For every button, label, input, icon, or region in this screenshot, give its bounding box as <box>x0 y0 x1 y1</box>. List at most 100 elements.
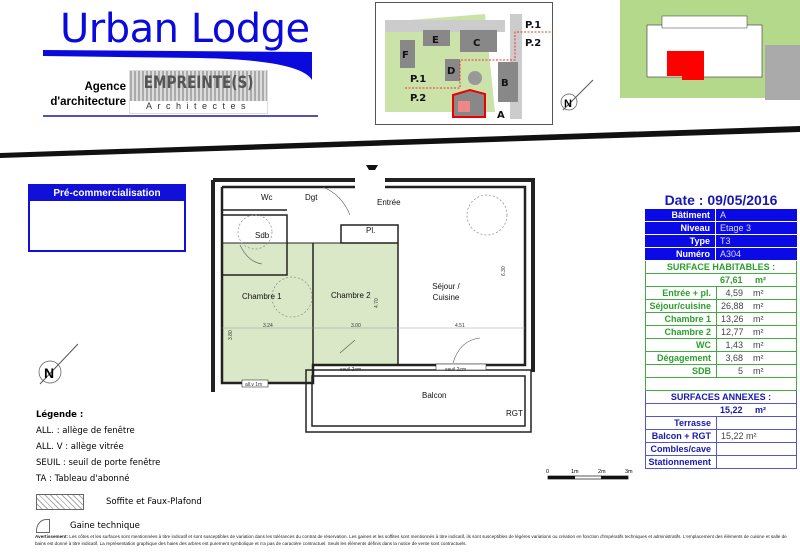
svg-text:P.1: P.1 <box>525 20 541 31</box>
svg-text:Chambre 2: Chambre 2 <box>331 291 371 300</box>
svg-text:B: B <box>501 78 509 89</box>
legend-title: Légende : <box>36 410 84 420</box>
divider-line <box>0 126 800 158</box>
bedrooms-area <box>222 243 398 383</box>
north-compass-icon: N <box>38 343 79 385</box>
blue-swoosh <box>43 50 312 80</box>
row-label: Balcon + RGT <box>651 431 711 441</box>
svg-text:3.00: 3.00 <box>351 323 361 329</box>
row-label: SDB <box>691 366 711 376</box>
building-key-plan <box>620 0 800 114</box>
svg-text:3.80: 3.80 <box>228 330 234 340</box>
precommercialisation-title: Pré-commercialisation <box>30 186 184 201</box>
svg-text:P.1: P.1 <box>410 74 426 85</box>
row-label: Bâtiment <box>671 210 710 220</box>
svg-text:3m: 3m <box>625 469 633 475</box>
svg-text:Chambre 1: Chambre 1 <box>242 292 282 301</box>
row-label: Type <box>689 236 710 246</box>
svg-text:F: F <box>402 50 409 61</box>
apartment-highlight <box>667 51 704 80</box>
disclaimer: Avertissement: Les côtes et les surfaces… <box>35 534 787 546</box>
summary-row: Numéro A304 <box>645 248 797 261</box>
habitable-title: SURFACE HABITABLES : <box>666 262 776 272</box>
svg-text:D: D <box>447 66 455 77</box>
svg-text:E: E <box>432 35 439 46</box>
row-value: A <box>715 209 797 221</box>
svg-text:N: N <box>44 365 54 381</box>
row-label: Niveau <box>680 223 710 233</box>
row-label: Dégagement <box>656 353 711 363</box>
summary-row: Stationnement <box>645 456 797 469</box>
annex-total: 15,22 <box>720 405 743 415</box>
date: Date : 09/05/2016 <box>664 192 778 208</box>
legend-item: ALL. : allège de fenêtre <box>36 426 135 436</box>
svg-text:4.70: 4.70 <box>374 298 380 308</box>
row-value: Etage 3 <box>715 222 797 234</box>
legend-gaine: Gaine technique <box>70 521 140 531</box>
scale-bar: 0 1m 2m 3m <box>546 469 633 480</box>
svg-text:1m: 1m <box>571 469 579 475</box>
row-value: A304 <box>715 248 797 260</box>
summary-row: Balcon + RGT 15,22 m² <box>645 430 797 443</box>
summary-row: Combles/cave <box>645 443 797 456</box>
unit: m² <box>755 275 767 285</box>
architect-logo: EMPREINTE(S)Architectes <box>129 70 268 114</box>
svg-text:P.2: P.2 <box>525 38 541 49</box>
summary-row: Bâtiment A <box>645 209 797 222</box>
entrance-marker-icon <box>366 165 378 170</box>
legend-item: ALL. V : allège vitrée <box>36 442 124 452</box>
legend-item: SEUIL : seuil de porte fenêtre <box>36 458 161 468</box>
svg-text:2m: 2m <box>598 469 606 475</box>
svg-text:4.51: 4.51 <box>455 323 465 329</box>
row-value <box>716 417 796 429</box>
row-value: 15,22 m² <box>716 430 796 442</box>
site-plan: AB CD EF P.1P.2 P.1P.2 <box>375 2 553 125</box>
summary-row: Type T3 <box>645 235 797 248</box>
svg-text:N: N <box>564 98 572 110</box>
svg-text:Séjour /: Séjour / <box>432 282 460 291</box>
legend-soffite: Soffite et Faux-Plafond <box>106 497 202 507</box>
svg-text:RGT: RGT <box>506 409 523 418</box>
svg-text:all.v 1m: all.v 1m <box>245 382 262 388</box>
row-label: Chambre 2 <box>664 327 711 337</box>
svg-text:0: 0 <box>546 469 549 475</box>
row-label: Terrasse <box>674 418 711 428</box>
row-label: WC <box>696 340 711 350</box>
svg-text:Pl.: Pl. <box>366 226 375 235</box>
row-label: Entrée + pl. <box>662 288 711 298</box>
project-title: Urban Lodge <box>60 6 310 52</box>
unit: m² <box>755 405 767 415</box>
svg-text:3.24: 3.24 <box>263 323 273 329</box>
row-label: Numéro <box>675 249 710 259</box>
apartment-summary: Date : 09/05/2016 Bâtiment A Niveau Etage 3… <box>645 192 797 469</box>
row-label: Stationnement <box>648 457 711 467</box>
svg-text:A: A <box>497 110 505 121</box>
svg-text:Cuisine: Cuisine <box>433 293 460 302</box>
row-label: Séjour/cuisine <box>649 301 711 311</box>
svg-text:6.30: 6.30 <box>501 266 507 276</box>
summary-row: Niveau Etage 3 <box>645 222 797 235</box>
svg-text:P.2: P.2 <box>410 93 426 104</box>
row-value: T3 <box>715 235 797 247</box>
legend-item: TA : Tableau d'abonné <box>36 474 130 484</box>
gaine-technique-icon <box>36 519 50 533</box>
row-value <box>716 456 796 468</box>
soffite-hatch-icon <box>36 494 84 510</box>
svg-text:Balcon: Balcon <box>422 391 446 400</box>
summary-row: Terrasse <box>645 417 797 430</box>
